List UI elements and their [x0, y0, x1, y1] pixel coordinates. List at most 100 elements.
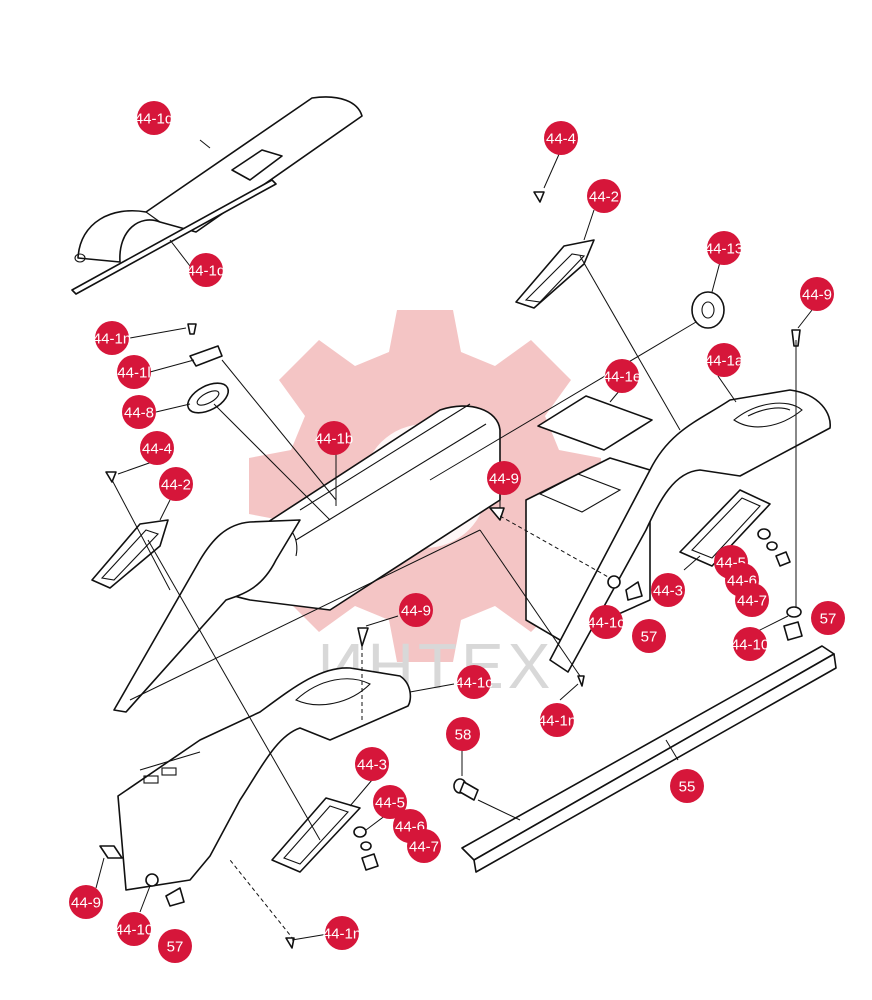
callout-marker [800, 277, 834, 311]
callout-marker [811, 601, 845, 635]
callout-44-4: 44-4 [140, 431, 174, 465]
callout-marker [544, 121, 578, 155]
callout-marker [373, 785, 407, 819]
part-rod [71, 179, 277, 295]
callout-marker [707, 343, 741, 377]
part-pedal-44-2-top [515, 191, 595, 309]
callout-marker [733, 627, 767, 661]
callout-marker [670, 769, 704, 803]
callout-label: 55 [679, 779, 696, 796]
callout-44-2: 44-2 [587, 179, 621, 213]
callout-label: 44-13 [705, 241, 743, 258]
part-fasteners [99, 329, 803, 949]
callout-44-3: 44-3 [651, 573, 685, 607]
callout-label: 44-1c [455, 675, 493, 692]
callout-label: 44-1n [323, 926, 361, 943]
callout-44-5: 44-5 [373, 785, 407, 819]
callout-57: 57 [632, 619, 666, 653]
callout-marker [399, 593, 433, 627]
part-lid-44-1e [537, 395, 653, 451]
callout-marker [317, 421, 351, 455]
callout-label: 44-9 [802, 287, 832, 304]
callout-label: 57 [167, 939, 184, 956]
callout-44-9: 44-9 [800, 277, 834, 311]
callout-label: 44-9 [401, 603, 431, 620]
callout-44-3: 44-3 [355, 747, 389, 781]
callout-58: 58 [446, 717, 480, 751]
callout-marker [457, 665, 491, 699]
callout-label: 44-2 [161, 477, 191, 494]
part-bar-55 [461, 645, 837, 873]
callout-label: 58 [455, 727, 472, 744]
callout-44-9: 44-9 [487, 461, 521, 495]
callout-marker [589, 605, 623, 639]
callout-44-1l: 44-1l [117, 355, 151, 389]
callout-marker [117, 355, 151, 389]
part-fender-lower-44-1c [117, 667, 412, 891]
part-grommet-44-8 [186, 382, 230, 414]
callout-marker [355, 747, 389, 781]
callout-44-8: 44-8 [122, 395, 156, 429]
callout-label: 44-5 [375, 795, 405, 812]
callout-marker [69, 885, 103, 919]
callout-44-1e: 44-1e [603, 359, 641, 393]
callout-marker [140, 431, 174, 465]
callout-44-13: 44-13 [705, 231, 743, 265]
callout-44-1a: 44-1a [705, 343, 744, 377]
callout-label: 44-4 [546, 131, 576, 148]
part-pedal-44-2-lower [91, 471, 169, 589]
part-bushing-44-13 [691, 291, 725, 329]
callout-44-1n: 44-1n [323, 916, 361, 950]
callout-44-1b: 44-1b [315, 421, 353, 455]
part-clip-44-1l [189, 345, 223, 367]
callout-marker [446, 717, 480, 751]
callout-marker [325, 916, 359, 950]
callout-44-1d: 44-1d [187, 253, 225, 287]
callout-label: 44-1b [315, 431, 353, 448]
callout-44-1n: 44-1n [93, 321, 131, 355]
callout-label: 44-9 [489, 471, 519, 488]
callout-marker [407, 829, 441, 863]
callout-marker [189, 253, 223, 287]
callout-44-9: 44-9 [399, 593, 433, 627]
callout-44-10: 44-10 [731, 627, 769, 661]
callout-44-1c: 44-1c [455, 665, 493, 699]
callout-44-1n: 44-1n [538, 703, 576, 737]
part-step-lower-44-3 [271, 797, 361, 873]
callout-44-9: 44-9 [69, 885, 103, 919]
callout-label: 44-10 [731, 637, 769, 654]
callout-44-7: 44-7 [735, 583, 769, 617]
callout-label: 44-2 [589, 189, 619, 206]
callout-55: 55 [670, 769, 704, 803]
callout-label: 44-1l [117, 365, 150, 382]
callout-marker [95, 321, 129, 355]
callout-marker [540, 703, 574, 737]
callout-label: 44-1c [587, 615, 625, 632]
callout-label: 57 [641, 629, 658, 646]
part-fender-right-44-1a [549, 389, 831, 673]
part-box [525, 457, 651, 641]
callout-label: 44-1e [603, 369, 641, 386]
callout-label: 44-4 [142, 441, 172, 458]
part-top-cover [74, 96, 363, 263]
callout-layer: 44-1d 44-1d 44-4 44-2 44-13 44-9 44-1a 44-1n 44-… [69, 101, 845, 963]
callout-label: 44-3 [653, 583, 683, 600]
callout-label: 44-9 [71, 895, 101, 912]
callout-marker [735, 583, 769, 617]
callout-label: 44-1n [93, 331, 131, 348]
part-step-right-44-3 [679, 489, 771, 567]
callout-label: 44-1n [538, 713, 576, 730]
callout-label: 57 [820, 611, 837, 628]
callout-44-2: 44-2 [159, 467, 193, 501]
callout-44-1d: 44-1d [135, 101, 173, 135]
callout-label: 44-1d [187, 263, 225, 280]
callout-marker [122, 395, 156, 429]
callout-marker [158, 929, 192, 963]
callout-label: 44-1a [705, 353, 744, 370]
part-bolt-58 [453, 778, 479, 801]
callout-marker [137, 101, 171, 135]
callout-marker [487, 461, 521, 495]
callout-label: 44-3 [357, 757, 387, 774]
callout-44-4: 44-4 [544, 121, 578, 155]
